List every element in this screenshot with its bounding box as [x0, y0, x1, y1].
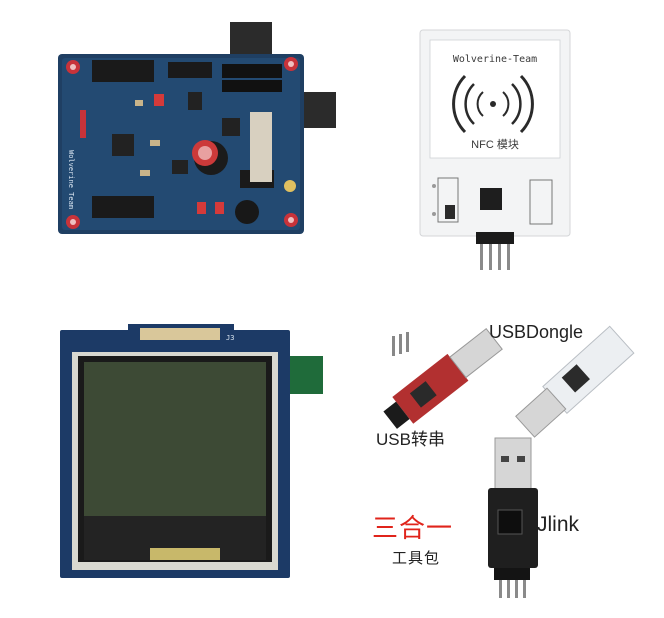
usb-dongle	[515, 325, 635, 438]
nfc-module: Wolverine-Team NFC 模块	[419, 29, 571, 270]
usb-dongle-label: USBDongle	[489, 322, 584, 342]
nfc-title: Wolverine-Team	[453, 54, 537, 65]
main-board: Wolverine Team	[58, 22, 336, 234]
nfc-caption: NFC 模块	[471, 138, 519, 151]
usb-serial-label: USB转串	[376, 430, 445, 449]
toolkit-label: 工具包	[392, 550, 441, 567]
nfc-wave-icon	[452, 74, 534, 134]
usb-serial-adapter	[383, 327, 503, 429]
lcd-header-label: J3	[226, 334, 234, 342]
jlink-adapter	[488, 437, 538, 598]
jlink-label: Jlink	[537, 513, 580, 536]
combo-label: 三合一	[372, 513, 454, 543]
lcd-module: J3	[60, 324, 323, 578]
board-silkscreen: Wolverine Team	[67, 150, 75, 209]
